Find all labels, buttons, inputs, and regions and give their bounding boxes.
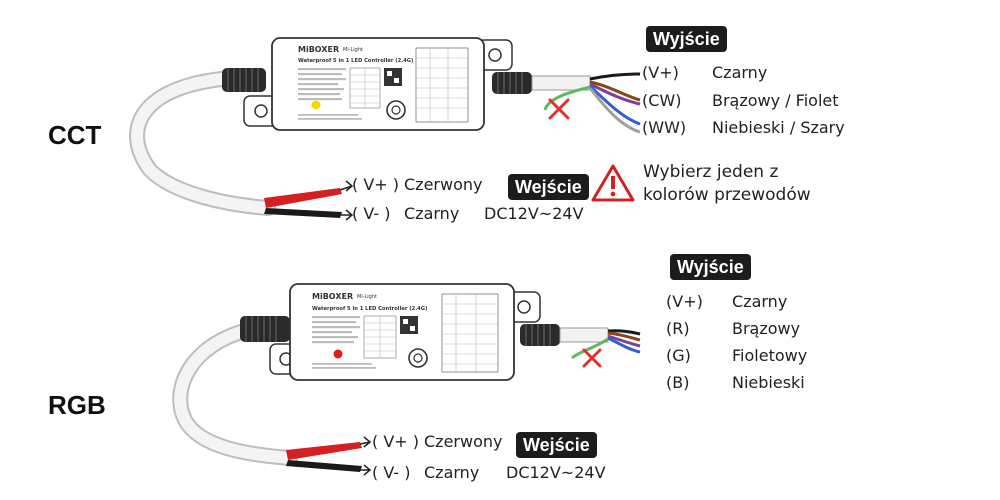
rgb-wire-blue bbox=[607, 336, 641, 354]
rgb-input-arrow-vplus bbox=[359, 436, 372, 448]
cct-red-wire bbox=[264, 188, 342, 208]
cct-output-pin-ww: (WW) bbox=[642, 118, 687, 137]
rgb-controller-brand: MiBOXER bbox=[312, 292, 353, 301]
rgb-controller-sub-brand: Mi-Light bbox=[357, 294, 377, 300]
cct-wire-green-unused bbox=[543, 85, 591, 111]
cct-output-pin-cw: (CW) bbox=[642, 91, 682, 110]
rgb-output-cable bbox=[559, 327, 609, 343]
rgb-input-color-vplus: Czerwony bbox=[424, 432, 503, 451]
cct-wire-grey bbox=[588, 87, 641, 134]
rgb-output-pin-g: (G) bbox=[666, 346, 691, 365]
rgb-output-badge: Wyjście bbox=[670, 254, 751, 280]
warning-icon bbox=[591, 164, 635, 202]
rgb-unused-cross-icon bbox=[582, 348, 602, 368]
cct-unused-cross-icon bbox=[548, 98, 570, 120]
cct-controller-sub-brand: Mi-Light bbox=[343, 47, 363, 53]
rgb-wire-brown bbox=[607, 331, 641, 342]
cct-output-terminal bbox=[415, 47, 469, 123]
rgb-wire-purple bbox=[607, 334, 641, 348]
rgb-input-pin-vplus: ( V+ ) bbox=[372, 432, 420, 451]
rgb-output-terminal bbox=[441, 293, 499, 373]
cct-wire-black bbox=[589, 72, 641, 81]
cct-input-color-vplus: Czerwony bbox=[404, 175, 483, 194]
rgb-black-wire bbox=[286, 460, 362, 472]
rgb-strain-relief-left bbox=[240, 316, 290, 342]
rgb-input-badge: Wejście bbox=[516, 432, 597, 458]
rgb-input-voltage: DC12V~24V bbox=[506, 463, 606, 482]
rgb-qr-code bbox=[400, 316, 418, 334]
cct-input-voltage: DC12V~24V bbox=[484, 204, 584, 223]
cct-controller-brand: MiBOXER bbox=[298, 45, 339, 54]
rgb-output-color-g: Fioletowy bbox=[732, 346, 808, 365]
rgb-controller-title: Waterproof 5 in 1 LED Controller (2.4G) bbox=[312, 306, 427, 312]
cct-output-color-cw: Brązowy / Fiolet bbox=[712, 91, 839, 110]
cct-output-pin-vplus: (V+) bbox=[642, 63, 679, 82]
rgb-output-color-vplus: Czarny bbox=[732, 292, 788, 311]
cct-wire-purple bbox=[589, 82, 641, 106]
rgb-section-label: RGB bbox=[48, 390, 106, 420]
cct-wire-blue bbox=[588, 84, 641, 126]
rgb-input-color-vminus: Czarny bbox=[424, 463, 480, 482]
rgb-input-pin-vminus: ( V- ) bbox=[372, 463, 411, 482]
rgb-output-color-b: Niebieski bbox=[732, 373, 805, 392]
rgb-input-arrow-vminus bbox=[360, 464, 372, 476]
rgb-wire-green-unused bbox=[570, 337, 609, 360]
cct-input-arrow-vminus bbox=[340, 209, 354, 221]
cct-output-badge: Wyjście bbox=[646, 26, 727, 52]
rgb-wire-black bbox=[607, 329, 641, 336]
rgb-output-pin-vplus: (V+) bbox=[666, 292, 703, 311]
rgb-output-color-r: Brązowy bbox=[732, 319, 801, 338]
rgb-diagram: MiBOXER Mi-Light Waterproof 5 in 1 LED C… bbox=[172, 283, 641, 476]
cct-wire-brown bbox=[589, 80, 641, 102]
cct-controller-title: Waterproof 5 in 1 LED Controller (2.4G) bbox=[298, 58, 413, 64]
rgb-output-pin-r: (R) bbox=[666, 319, 690, 338]
cct-input-pin-vminus: ( V- ) bbox=[352, 204, 391, 223]
rgb-red-wire bbox=[286, 442, 362, 460]
cct-output-color-ww: Niebieski / Szary bbox=[712, 118, 845, 137]
cct-input-arrow-vplus bbox=[339, 180, 354, 192]
cct-input-color-vminus: Czarny bbox=[404, 204, 460, 223]
cct-led-indicator bbox=[311, 100, 321, 110]
cct-output-color-vplus: Czarny bbox=[712, 63, 768, 82]
cct-black-wire bbox=[264, 208, 342, 218]
cct-input-badge: Wejście bbox=[508, 174, 589, 200]
rgb-led-indicator bbox=[333, 349, 343, 359]
cct-section-label: CCT bbox=[48, 120, 102, 150]
cct-qr-code bbox=[384, 68, 402, 86]
rgb-output-pin-b: (B) bbox=[666, 373, 690, 392]
cct-input-pin-vplus: ( V+ ) bbox=[352, 175, 400, 194]
cct-diagram: MiBOXER Mi-Light Waterproof 5 in 1 LED C… bbox=[129, 37, 641, 221]
cct-warning-text: Wybierz jeden z kolorów przewodów bbox=[643, 162, 811, 205]
cct-strain-relief-left bbox=[222, 68, 266, 92]
